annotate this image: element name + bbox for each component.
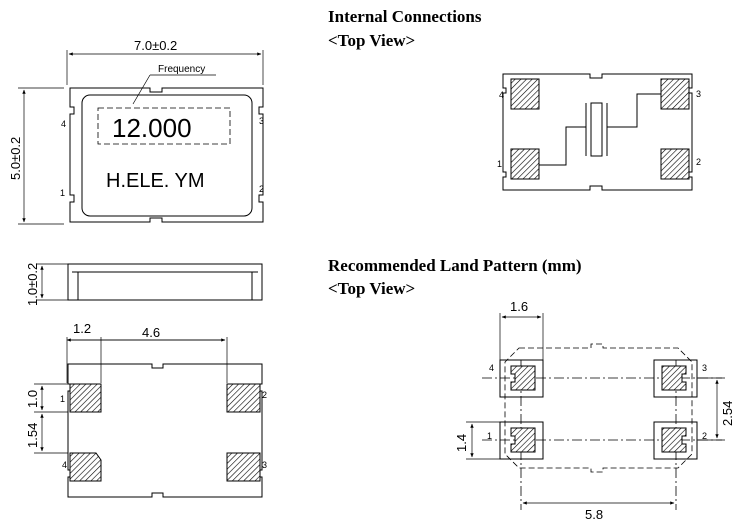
internal-pin-3: 3 xyxy=(696,89,701,99)
top-view-package: 7.0±0.2 5.0±0.2 12.000 Frequency H.ELE. … xyxy=(8,38,264,225)
side-view-package: 1.0±0.2 xyxy=(25,263,263,306)
dim-4-6: 4.6 xyxy=(142,325,160,340)
land-pattern-drawing: 1.6 2.54 1.4 5.8 4 1 3 2 xyxy=(454,299,734,522)
frequency-label: Frequency xyxy=(158,64,205,75)
dim-1-2: 1.2 xyxy=(73,321,91,336)
dim-1-6: 1.6 xyxy=(510,299,528,314)
internal-connections-drawing: 4 1 3 2 xyxy=(497,73,701,191)
dim-5-8: 5.8 xyxy=(585,507,603,522)
internal-pin-4: 4 xyxy=(499,90,504,100)
width-dimension: 7.0±0.2 xyxy=(134,38,177,53)
land-pin-3: 3 xyxy=(702,363,707,373)
bottom-view-package: 1.2 4.6 1.0 1.54 1 2 3 4 xyxy=(25,321,267,498)
thickness-dimension: 1.0±0.2 xyxy=(25,263,40,306)
top-view-heading-2: <Top View> xyxy=(328,279,415,298)
dim-1-54: 1.54 xyxy=(25,423,40,448)
top-view-heading-1: <Top View> xyxy=(328,31,415,50)
internal-connections-heading: Internal Connections xyxy=(328,7,482,26)
land-pattern-heading: Recommended Land Pattern (mm) xyxy=(328,256,582,275)
bottom-pin-3: 3 xyxy=(262,460,267,470)
height-dimension: 5.0±0.2 xyxy=(8,137,23,180)
marking-text: H.ELE. YM xyxy=(106,170,205,192)
dim-1-0: 1.0 xyxy=(25,390,40,408)
top-pin-2: 2 xyxy=(259,184,264,194)
dim-1-4: 1.4 xyxy=(454,434,469,452)
top-pin-1: 1 xyxy=(60,188,65,198)
bottom-pin-4: 4 xyxy=(62,460,67,470)
bottom-pin-1: 1 xyxy=(60,394,65,404)
top-pin-4: 4 xyxy=(61,119,66,129)
land-pin-2: 2 xyxy=(702,431,707,441)
internal-pin-2: 2 xyxy=(696,157,701,167)
bottom-pin-2: 2 xyxy=(262,390,267,400)
land-pin-1: 1 xyxy=(487,431,492,441)
top-pin-3: 3 xyxy=(259,116,264,126)
frequency-value: 12.000 xyxy=(112,113,192,143)
land-pin-4: 4 xyxy=(489,363,494,373)
internal-pin-1: 1 xyxy=(497,159,502,169)
dim-2-54: 2.54 xyxy=(720,401,734,426)
